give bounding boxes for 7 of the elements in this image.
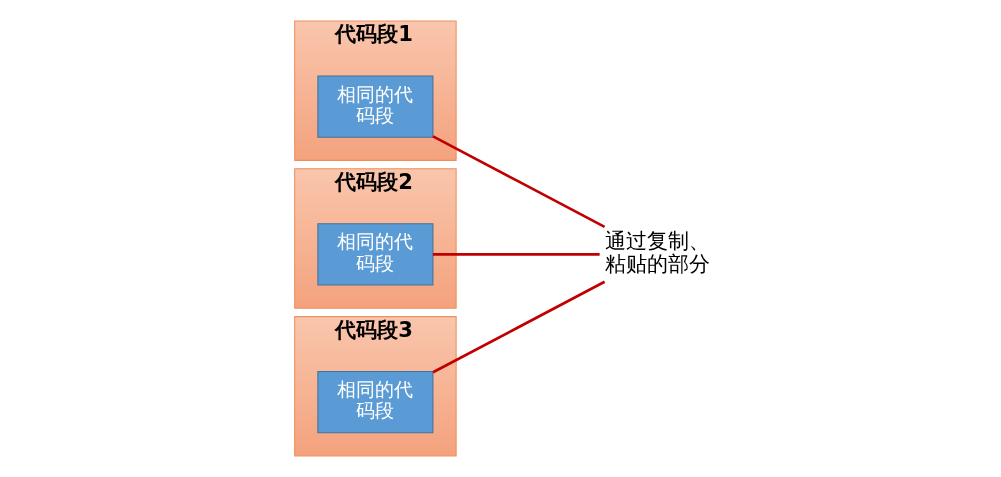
node-box: 相同的代码段 [316, 223, 433, 286]
connector [431, 135, 605, 229]
connector [431, 280, 605, 374]
node-text: 通过复制、粘贴的部分 [604, 228, 710, 277]
node-box: 相同的代码段 [316, 370, 433, 434]
connector [432, 253, 600, 256]
node-box: 相同的代码段 [316, 75, 433, 138]
